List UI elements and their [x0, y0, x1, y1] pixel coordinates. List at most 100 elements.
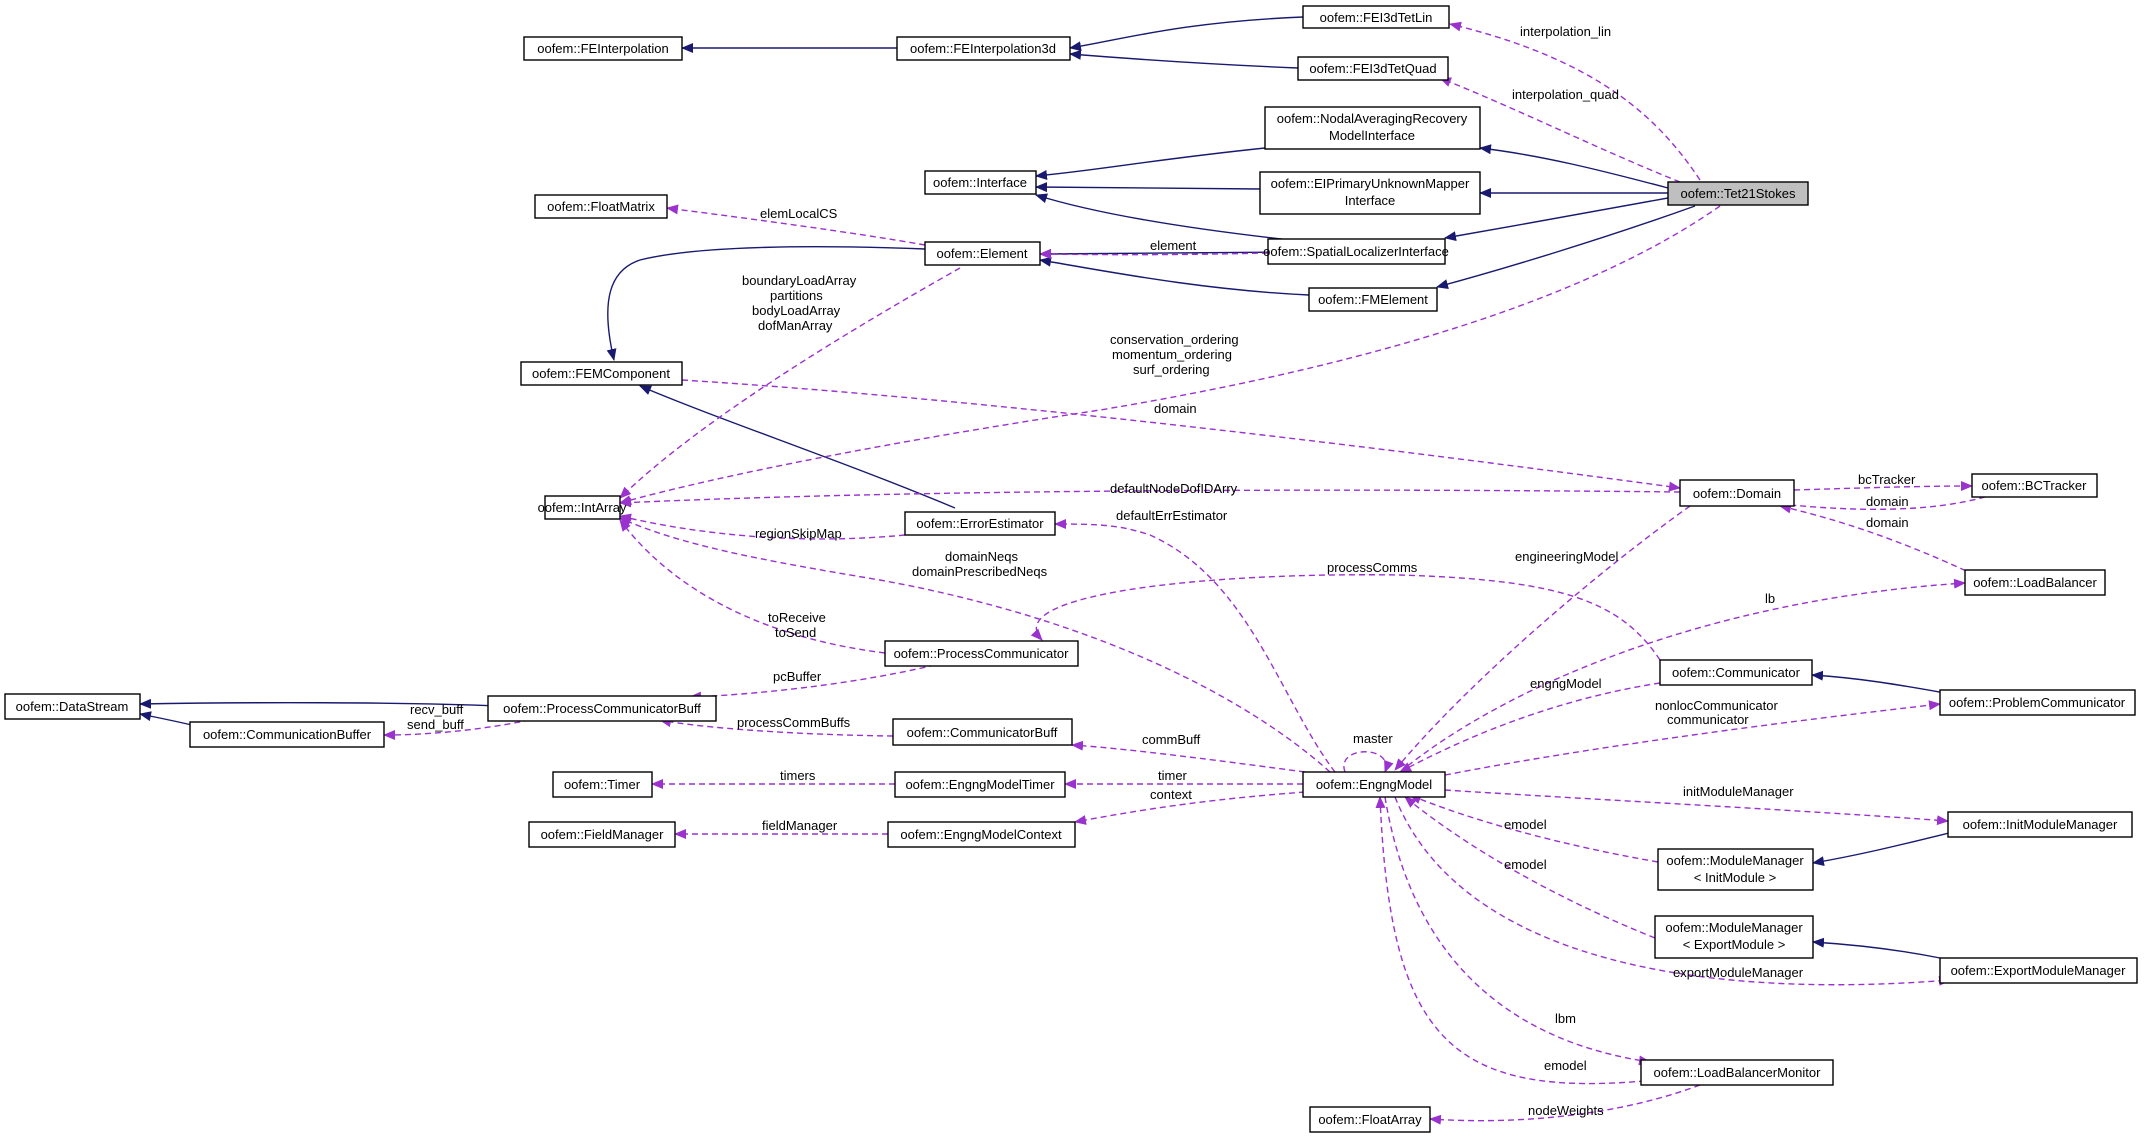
node-engngmodel[interactable]: oofem::EngngModel [1302, 771, 1446, 798]
label-commbuff: commBuff [1142, 732, 1201, 747]
edge-engngmodel-engngmodel [1343, 751, 1394, 773]
node-label: oofem::ProcessCommunicatorBuff [503, 701, 701, 716]
node-label: oofem::LoadBalancer [1973, 575, 2097, 590]
node-floatmatrix[interactable]: oofem::FloatMatrix [534, 194, 668, 219]
label-domain-lb: domain [1866, 515, 1909, 530]
edge-errorestimator-intarray [619, 513, 906, 540]
edge-engngmodel-intarray [619, 517, 1331, 773]
edge-engngmodel-engngmodelcontext [1074, 791, 1306, 825]
edge-labels: interpolation_lin interpolation_quad ele… [407, 24, 1916, 1118]
label-toreceive: toReceive [768, 610, 826, 625]
edge-commbuff-processcommbuff [659, 717, 894, 737]
edge-tet21stokes-fei3dtetquad [1439, 77, 1681, 183]
label-communicator: communicator [1667, 712, 1749, 727]
node-element[interactable]: oofem::Element [924, 241, 1041, 266]
node-engngmodelcontext[interactable]: oofem::EngngModelContext [887, 821, 1076, 848]
label-lb: lb [1765, 591, 1775, 606]
edge-femcomponent-domain [681, 379, 1681, 492]
node-exportmodulemanager[interactable]: oofem::ExportModuleManager [1939, 957, 2138, 984]
node-problemcommunicator[interactable]: oofem::ProblemCommunicator [1939, 689, 2136, 716]
node-floatarray[interactable]: oofem::FloatArray [1309, 1106, 1431, 1133]
node-nodalaveragingrecoverymodelinterface[interactable]: oofem::NodalAveragingRecoveryModelInterf… [1264, 106, 1481, 150]
node-interface[interactable]: oofem::Interface [924, 170, 1037, 195]
node-intarray[interactable]: oofem::IntArray [538, 495, 627, 520]
edge-spatiallocalizer-element-uses [1039, 249, 1269, 260]
node-tet21stokes[interactable]: oofem::Tet21Stokes [1667, 181, 1809, 206]
node-communicationbuffer[interactable]: oofem::CommunicationBuffer [189, 721, 385, 748]
node-feinterpolation[interactable]: oofem::FEInterpolation [523, 36, 683, 61]
edge-loadbalancermonitor-engngmodel [1375, 796, 1656, 1085]
edge-loadbalancermonitor-floatarray [1429, 1084, 1701, 1125]
node-processcommunicatorbuff[interactable]: oofem::ProcessCommunicatorBuff [487, 695, 717, 722]
label-context: context [1150, 787, 1192, 802]
node-errorestimator[interactable]: oofem::ErrorEstimator [904, 511, 1056, 536]
edge-exportmodmgr-mmexport [1812, 937, 1941, 959]
edge-engngmodel-loadbalancermonitor [1384, 796, 1651, 1066]
node-engngmodeltimer[interactable]: oofem::EngngModelTimer [894, 771, 1066, 798]
label-elemlocalcs: elemLocalCS [760, 206, 838, 221]
node-fmelement[interactable]: oofem::FMElement [1308, 287, 1438, 312]
node-communicatorbuff[interactable]: oofem::CommunicatorBuff [892, 718, 1073, 746]
node-spatiallocalizerinterface[interactable]: oofem::SpatialLocalizerInterface [1263, 238, 1449, 265]
edge-bctracker-domain [1779, 496, 1986, 511]
node-fei3dtetlin[interactable]: oofem::FEI3dTetLin [1302, 5, 1450, 29]
node-initmodulemanager[interactable]: oofem::InitModuleManager [1947, 811, 2133, 838]
node-loadbalancermonitor[interactable]: oofem::LoadBalancerMonitor [1640, 1059, 1834, 1086]
node-processcommunicator[interactable]: oofem::ProcessCommunicator [884, 640, 1079, 667]
label-exportmodulemanager: exportModuleManager [1673, 965, 1804, 980]
label-timer: timer [1158, 768, 1188, 783]
edge-tet21stokes-spatiallocalizer [1444, 197, 1669, 242]
node-loadbalancer[interactable]: oofem::LoadBalancer [1964, 569, 2106, 596]
node-fieldmanager[interactable]: oofem::FieldManager [528, 821, 676, 848]
node-label: oofem::Interface [933, 175, 1027, 190]
edge-engngmodel-initmodmgr [1444, 789, 1949, 826]
node-label: oofem::DataStream [16, 699, 129, 714]
node-bctracker[interactable]: oofem::BCTracker [1971, 473, 2098, 498]
node-modulemanager-initmodule[interactable]: oofem::ModuleManager< InitModule > [1657, 848, 1814, 891]
edge-processcommbuff-datastream [139, 698, 501, 709]
node-fei3dtetquad[interactable]: oofem::FEI3dTetQuad [1297, 56, 1449, 81]
edge-tet21stokes-nodalavg [1479, 144, 1669, 189]
node-label: oofem::CommunicationBuffer [203, 727, 372, 742]
edge-fei3dtetlin-feinterpolation3d [1069, 16, 1304, 52]
node-label: oofem::Timer [564, 777, 641, 792]
node-label: oofem::ExportModuleManager [1951, 963, 2127, 978]
node-datastream[interactable]: oofem::DataStream [4, 693, 141, 720]
edge-tet21stokes-fmelement [1436, 205, 1696, 289]
edge-tet21stokes-intarray [619, 205, 1721, 505]
node-label: oofem::CommunicatorBuff [907, 725, 1058, 740]
node-label: oofem::FEInterpolation3d [910, 41, 1056, 56]
node-feinterpolation3d[interactable]: oofem::FEInterpolation3d [896, 36, 1071, 61]
label-emodel-2: emodel [1504, 857, 1547, 872]
edge-engngmodel-errorestimator [1054, 519, 1336, 773]
label-timers: timers [780, 768, 816, 783]
edge-domain-engngmodel [1394, 505, 1691, 771]
label-tosend: toSend [775, 625, 816, 640]
edge-communicator-processcommunicator [1030, 574, 1661, 661]
node-label: oofem::EngngModelTimer [905, 777, 1055, 792]
node-label: oofem::FloatMatrix [547, 199, 655, 214]
node-label: oofem::ErrorEstimator [916, 516, 1044, 531]
node-timer[interactable]: oofem::Timer [552, 771, 653, 798]
node-label: oofem::ProcessCommunicator [894, 646, 1070, 661]
label-dofmanarray: dofManArray [758, 318, 833, 333]
label-send-buff: send_buff [407, 717, 464, 732]
edge-nodalavg-interface [1035, 147, 1266, 180]
node-label: oofem::IntArray [538, 500, 627, 515]
node-label: oofem::FEI3dTetLin [1320, 10, 1433, 25]
label-emodel-3: emodel [1544, 1058, 1587, 1073]
label-fieldmanager: fieldManager [762, 818, 838, 833]
node-label: oofem::FieldManager [541, 827, 665, 842]
node-label: oofem::Communicator [1672, 665, 1801, 680]
node-modulemanager-exportmodule[interactable]: oofem::ModuleManager< ExportModule > [1654, 915, 1814, 959]
edge-fei3dtetquad-feinterpolation3d [1069, 49, 1299, 69]
label-interpolation-lin: interpolation_lin [1520, 24, 1611, 39]
node-domain[interactable]: oofem::Domain [1679, 479, 1795, 507]
node-femcomponent[interactable]: oofem::FEMComponent [520, 361, 683, 386]
edge-spatiallocalizer-element [1039, 248, 1301, 259]
node-communicator[interactable]: oofem::Communicator [1659, 659, 1813, 686]
edge-processcommbuff-commbuffer [383, 719, 531, 740]
node-label-line1: oofem::EIPrimaryUnknownMapper [1271, 176, 1470, 191]
edge-problemcomm-communicator [1811, 670, 1946, 694]
